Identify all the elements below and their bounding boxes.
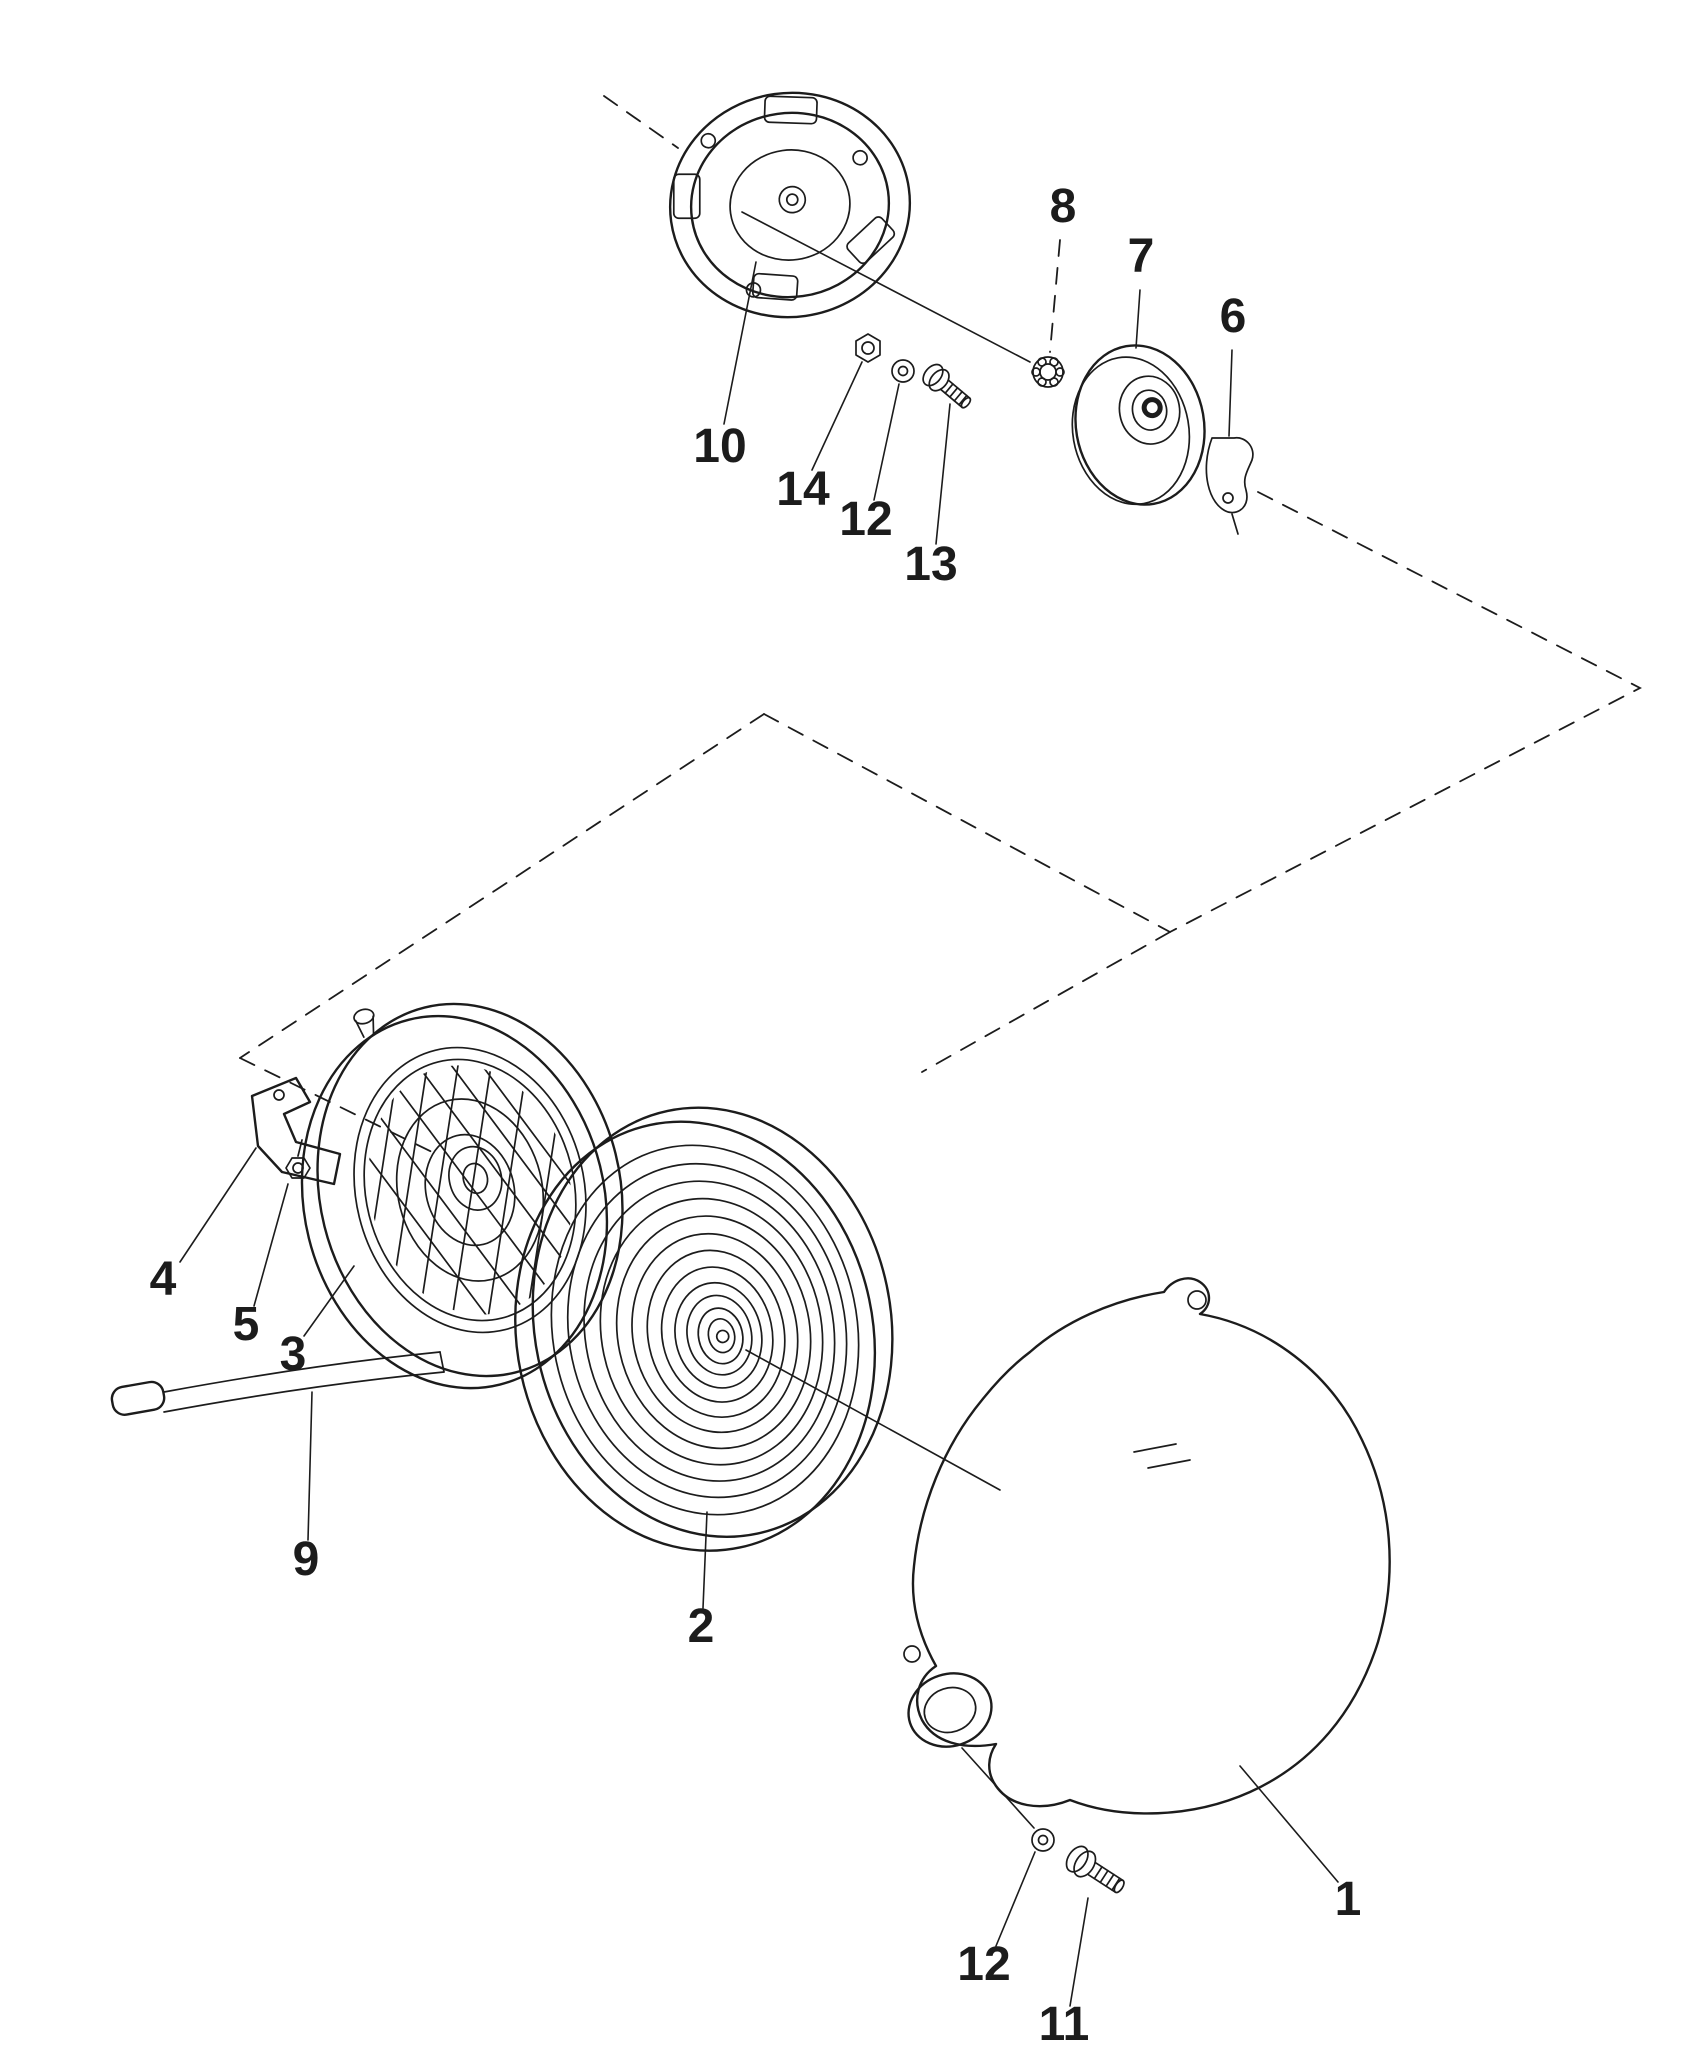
starter-rope-part-9 xyxy=(110,1351,445,1416)
part-label-10: 10 xyxy=(693,420,746,473)
locknut-part-8 xyxy=(1031,356,1065,388)
part-label-2: 2 xyxy=(688,1600,715,1653)
washer-part-12-bottom xyxy=(1031,1828,1055,1852)
leader-7 xyxy=(1135,289,1141,349)
recoil-spring-part-2 xyxy=(514,1106,894,1552)
leader-14 xyxy=(811,361,863,471)
leader-5 xyxy=(253,1183,289,1307)
alignment-dashed-lines xyxy=(239,95,1642,1153)
washer-part-12-top xyxy=(891,359,915,383)
callout-labels: 8 7 6 10 14 12 13 4 5 3 9 2 1 12 11 xyxy=(150,180,1362,2051)
leader-6 xyxy=(1228,349,1233,437)
starter-housing-part-1 xyxy=(903,1277,1391,1815)
part-label-9: 9 xyxy=(293,1533,320,1586)
axis-line-cup-to-nut xyxy=(741,211,1031,363)
part-label-3: 3 xyxy=(280,1328,307,1381)
part-label-11: 11 xyxy=(1039,1998,1090,2051)
part-label-1: 1 xyxy=(1335,1873,1362,1926)
reel-part-3 xyxy=(300,1002,624,1390)
starter-cup-part-10 xyxy=(668,91,912,319)
part-label-4: 4 xyxy=(150,1253,177,1306)
bolt-part-13 xyxy=(922,363,972,409)
boss-to-washer-line xyxy=(961,1747,1035,1829)
part-label-5: 5 xyxy=(233,1298,260,1351)
pulley-retainer-part-7 xyxy=(1071,344,1206,506)
spring-to-housing-line xyxy=(745,1349,1001,1491)
leader-lines xyxy=(179,239,1339,2007)
rope-handle xyxy=(110,1380,166,1416)
pawl-part-6 xyxy=(1205,437,1254,535)
part-label-7: 7 xyxy=(1128,230,1155,283)
leader-1 xyxy=(1239,1765,1339,1883)
nut-part-14 xyxy=(855,333,881,363)
part-label-12-top: 12 xyxy=(839,493,892,546)
leader-12-bottom xyxy=(995,1851,1036,1947)
leader-12-top xyxy=(873,383,900,501)
part-label-13: 13 xyxy=(904,538,957,591)
bolt-part-11 xyxy=(1065,1845,1125,1894)
leader-3 xyxy=(303,1265,355,1337)
leader-13 xyxy=(935,403,951,545)
leader-10 xyxy=(723,261,757,425)
leader-9 xyxy=(307,1391,313,1541)
part-label-6: 6 xyxy=(1220,290,1247,343)
leader-11 xyxy=(1069,1897,1089,2007)
mounting-bracket-part-4 xyxy=(250,1076,342,1186)
leader-2 xyxy=(702,1511,708,1609)
part-label-12-bottom: 12 xyxy=(957,1938,1010,1991)
part-label-14: 14 xyxy=(776,463,830,516)
part-label-8: 8 xyxy=(1050,180,1077,233)
leader-8 xyxy=(1049,239,1061,353)
leader-4 xyxy=(179,1147,257,1263)
